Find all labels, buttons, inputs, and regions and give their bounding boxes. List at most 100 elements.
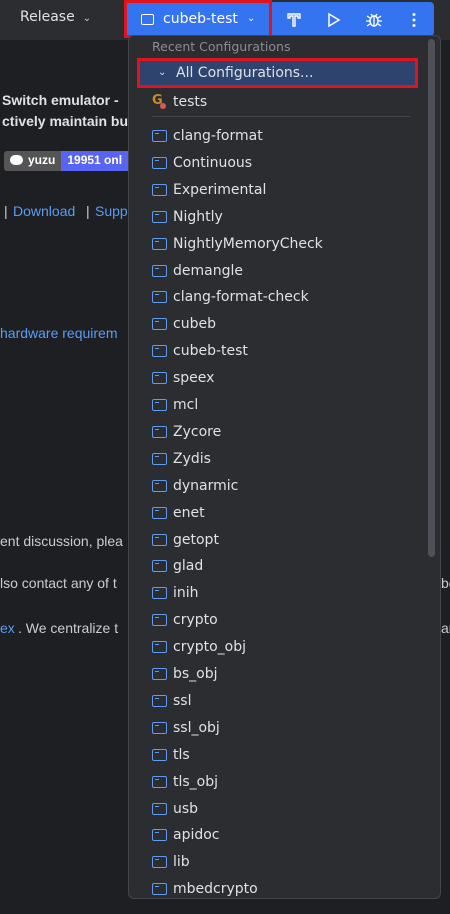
- config-item[interactable]: mbedcrypto: [152, 878, 402, 898]
- config-item-label: tls: [173, 746, 190, 763]
- more-icon[interactable]: [402, 8, 426, 32]
- links-separator: |: [4, 203, 8, 219]
- config-item[interactable]: clang-format: [152, 125, 402, 147]
- config-item[interactable]: glad: [152, 555, 402, 577]
- config-item[interactable]: enet: [152, 502, 402, 524]
- config-item-label: inih: [173, 585, 199, 602]
- config-icon: [152, 291, 167, 304]
- debug-icon[interactable]: [362, 8, 386, 32]
- config-icon: [152, 452, 167, 465]
- config-item-label: demangle: [173, 262, 243, 279]
- contact-text-tail: be: [441, 575, 450, 591]
- readme-line-2: ctively maintain bu: [2, 113, 129, 129]
- popup-scrollbar[interactable]: [428, 39, 435, 557]
- config-item[interactable]: crypto_obj: [152, 636, 402, 658]
- chevron-down-icon: ⌄: [247, 13, 256, 24]
- config-item[interactable]: Zydis: [152, 448, 402, 470]
- run-actions-strip: [272, 2, 434, 36]
- discord-icon: [10, 155, 23, 165]
- all-configurations-item[interactable]: ⌄ All Configurations...: [137, 58, 418, 88]
- config-item-label: mcl: [173, 397, 199, 413]
- config-item-label: ssl_obj: [173, 719, 220, 736]
- config-icon: [152, 533, 167, 546]
- run-icon[interactable]: [322, 8, 346, 32]
- config-item-label: getopt: [173, 531, 219, 548]
- config-icon: [152, 210, 167, 223]
- config-icon: [152, 130, 167, 142]
- hammer-icon[interactable]: [282, 8, 306, 32]
- config-item[interactable]: mcl: [152, 394, 402, 416]
- config-icon: [152, 264, 167, 277]
- config-icon: [152, 425, 167, 438]
- config-item-label: cubeb: [173, 316, 216, 333]
- centralize-text: . We centralize t: [18, 620, 119, 636]
- config-item-label: Zydis: [173, 450, 211, 467]
- config-icon: [152, 399, 167, 411]
- config-item[interactable]: bs_obj: [152, 663, 402, 685]
- config-icon: [152, 318, 167, 331]
- config-icon: [141, 14, 154, 25]
- config-item[interactable]: tls: [152, 744, 402, 766]
- config-icon: [152, 883, 167, 896]
- config-item[interactable]: ssl_obj: [152, 717, 402, 739]
- config-item[interactable]: usb: [152, 798, 402, 820]
- build-type-selector[interactable]: Release⌄: [20, 9, 92, 25]
- run-configuration-selector[interactable]: cubeb-test ⌄: [124, 0, 272, 38]
- config-item[interactable]: lib: [152, 851, 402, 873]
- config-icon: [152, 641, 167, 654]
- config-icon: [152, 156, 167, 169]
- config-icon: [152, 802, 167, 815]
- config-item[interactable]: NightlyMemoryCheck: [152, 233, 402, 255]
- config-item[interactable]: cubeb: [152, 313, 402, 335]
- config-icon: [152, 506, 167, 519]
- config-item[interactable]: speex: [152, 367, 402, 389]
- config-item-label: usb: [173, 800, 199, 817]
- config-item-label: mbedcrypto: [173, 881, 258, 898]
- config-item-label: bs_obj: [173, 666, 218, 682]
- config-item-label: tls_obj: [173, 773, 219, 790]
- gtest-icon: G: [152, 93, 167, 110]
- config-icon: [152, 721, 167, 734]
- discussion-text: ent discussion, plea: [0, 533, 123, 549]
- main-toolbar: Release⌄ cubeb-test ⌄: [0, 0, 450, 40]
- config-item[interactable]: clang-format-check: [152, 286, 402, 308]
- config-item-label: speex: [173, 370, 215, 387]
- divider: [152, 116, 410, 117]
- config-item-label: NightlyMemoryCheck: [173, 235, 323, 252]
- links-separator: |: [86, 203, 90, 219]
- discord-badge[interactable]: yuzu 19951 onl: [4, 151, 129, 171]
- config-item[interactable]: cubeb-test: [152, 340, 402, 362]
- run-configurations-popup: Recent Configurations ⌄ All Configuratio…: [128, 35, 441, 899]
- hardware-link[interactable]: hardware requirem: [0, 325, 118, 341]
- config-item[interactable]: Nightly: [152, 206, 402, 228]
- config-icon: [152, 479, 167, 492]
- config-item-label: clang-format: [173, 128, 263, 144]
- config-icon: [152, 345, 167, 358]
- config-item[interactable]: tls_obj: [152, 771, 402, 793]
- centralize-link[interactable]: ex: [0, 620, 15, 636]
- centralize-text-tail: ar: [441, 620, 450, 636]
- config-item[interactable]: inih: [152, 582, 402, 604]
- contact-text: lso contact any of t: [0, 575, 117, 591]
- tests-config-item[interactable]: G tests: [152, 92, 208, 111]
- config-item[interactable]: Continuous: [152, 152, 402, 174]
- config-icon: [152, 614, 167, 627]
- config-icon: [152, 372, 167, 385]
- config-item-label: lib: [173, 854, 190, 871]
- config-item[interactable]: dynarmic: [152, 475, 402, 497]
- config-item-label: glad: [173, 558, 204, 575]
- config-item[interactable]: apidoc: [152, 824, 402, 846]
- config-item[interactable]: crypto: [152, 609, 402, 631]
- config-item[interactable]: getopt: [152, 529, 402, 551]
- support-link[interactable]: Supp: [95, 203, 128, 219]
- config-item-label: Experimental: [173, 181, 267, 198]
- config-item[interactable]: demangle: [152, 260, 402, 282]
- config-item-label: clang-format-check: [173, 289, 309, 306]
- config-item[interactable]: Experimental: [152, 179, 402, 201]
- config-item[interactable]: ssl: [152, 690, 402, 712]
- config-icon: [152, 183, 167, 196]
- config-icon: [152, 748, 167, 761]
- config-item-label: dynarmic: [173, 477, 239, 494]
- download-link[interactable]: Download: [13, 203, 76, 219]
- config-item[interactable]: Zycore: [152, 421, 402, 443]
